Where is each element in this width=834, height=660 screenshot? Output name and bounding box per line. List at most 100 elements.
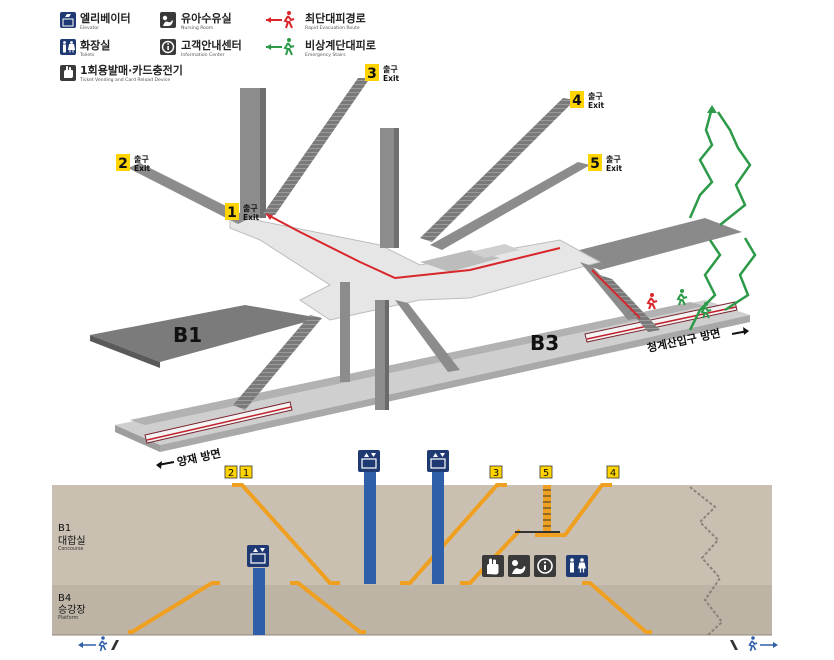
legend-elevator: 엘리베이터 Elevator — [60, 11, 131, 31]
section-stair-mid — [460, 528, 522, 585]
section-exit-tag: 2 — [224, 465, 238, 479]
exit-1-en: Exit — [243, 213, 260, 222]
section-b4-band — [52, 585, 772, 635]
section-exit-tag: 3 — [489, 465, 503, 479]
section-b1-en: Concourse — [58, 546, 83, 552]
train-left — [144, 401, 293, 444]
section-stair-platform-mid — [290, 581, 366, 634]
section-exit-tag-3: 3 — [493, 468, 499, 479]
exit-badge-5: 5 출구 Exit — [588, 154, 623, 173]
exit-4-number: 4 — [572, 93, 582, 109]
section-elevator-shaft — [364, 472, 376, 584]
section-emergency-stairs — [689, 486, 724, 636]
exit-2-ko: 출구 — [134, 154, 149, 164]
section-exit-tag-5: 5 — [543, 468, 549, 479]
toilets-icon — [60, 39, 76, 55]
nursing-room-icon — [508, 555, 530, 577]
exit-1-number: 1 — [227, 205, 237, 221]
legend-rapid-route: 최단대피경로 Rapid Evacuation Route — [266, 11, 366, 31]
stair-exit-4 — [420, 98, 575, 242]
concourse-slab — [229, 214, 602, 321]
isometric-station-view: 1 출구 Exit 2 출구 Exit 3 출구 Exit 4 출구 Exit … — [90, 64, 757, 469]
information-icon — [534, 555, 556, 577]
section-b1-ko: 대합실 — [58, 535, 86, 547]
exit-badge-3: 3 출구 Exit — [365, 64, 400, 83]
section-stairs — [128, 483, 652, 634]
elevator-icon — [358, 450, 380, 472]
section-stair-exit-3 — [400, 483, 507, 585]
legend-nursing-label: 유아수유실 — [181, 11, 232, 25]
legend-info-sub: Information Center — [181, 52, 225, 58]
exit-2-en: Exit — [134, 164, 151, 173]
legend: 엘리베이터 Elevator 유아수유실 Nursing Room 최단대피경로… — [60, 11, 376, 83]
legend-nursing: 유아수유실 Nursing Room — [160, 11, 232, 31]
exit-badge-1: 1 출구 Exit — [225, 203, 260, 222]
rapid-runner-icon — [646, 293, 658, 310]
section-exit-tag-1: 1 — [243, 468, 249, 479]
emergency-runner-icon — [700, 302, 712, 319]
exit-3-number: 3 — [367, 66, 377, 82]
legend-toilets-sub: Toilets — [79, 52, 95, 58]
legend-nursing-sub: Nursing Room — [181, 25, 214, 31]
section-stair-exit-4 — [535, 483, 612, 537]
rapid-evacuation-arrow-icon — [266, 11, 295, 29]
legend-rapid-route-label: 최단대피경로 — [305, 11, 366, 25]
shaft — [240, 88, 260, 218]
ticket-machine-icon — [60, 65, 76, 81]
exit-badge-2: 2 출구 Exit — [116, 154, 151, 173]
section-stair-platform-left — [128, 581, 220, 634]
elevator-icon — [60, 12, 76, 28]
stair-exit-3 — [262, 78, 370, 215]
arrow-right-icon — [731, 327, 749, 335]
stair-exit-2 — [128, 163, 250, 224]
section-exit-tag: 4 — [606, 465, 620, 479]
legend-info: 고객안내센터 Information Center — [160, 38, 242, 58]
section-b4-ko: 승강장 — [58, 604, 86, 616]
legend-rapid-route-sub: Rapid Evacuation Route — [305, 25, 360, 31]
ticket-machine-icon — [482, 555, 504, 577]
legend-emergency-stairs-label: 비상계단대피로 — [305, 38, 376, 52]
section-b4-en: Platform — [58, 615, 79, 621]
exit-2-number: 2 — [118, 156, 128, 172]
nursing-room-icon — [160, 12, 176, 28]
exit-3-en: Exit — [383, 74, 400, 83]
legend-ticket-sub: Ticket Vending and Card Reload Device — [79, 77, 170, 83]
section-exit-tag-4: 4 — [610, 468, 616, 479]
b1-right-slab — [560, 218, 742, 270]
section-elevator-shaft — [432, 472, 444, 584]
emergency-stairs-arrow-icon — [266, 38, 295, 56]
elevator-icon — [247, 545, 269, 567]
level-label-b3: B3 — [530, 331, 559, 355]
information-icon — [160, 39, 176, 55]
section-stair-platform-right — [582, 581, 652, 634]
legend-toilets-label: 화장실 — [80, 38, 110, 52]
legend-elevator-sub: Elevator — [80, 25, 99, 31]
exit-4-en: Exit — [588, 101, 605, 110]
section-b4-code: B4 — [58, 593, 71, 604]
exit-5-ko: 출구 — [606, 154, 621, 164]
exit-4-ko: 출구 — [588, 91, 603, 101]
section-stair-exit-5 — [543, 485, 551, 533]
elevator-icon — [427, 450, 449, 472]
section-elevator-shaft — [253, 568, 265, 635]
legend-emergency-stairs-sub: Emergency Stairs — [305, 52, 346, 58]
legend-elevator-label: 엘리베이터 — [80, 11, 131, 25]
section-b1-code: B1 — [58, 523, 71, 534]
exit-badge-4: 4 출구 Exit — [570, 91, 605, 110]
legend-info-label: 고객안내센터 — [181, 38, 242, 52]
arrow-left-icon — [156, 461, 175, 469]
toilets-icon — [566, 555, 588, 577]
section-exit-tag: 5 — [539, 465, 553, 479]
emergency-runner-icon — [676, 289, 688, 306]
legend-ticket: 1회용발매·카드충전기 Ticket Vending and Card Relo… — [60, 63, 183, 83]
b1-left-slab — [90, 305, 320, 362]
shaft — [380, 128, 394, 248]
evacuation-arrow-left-icon — [78, 636, 119, 652]
legend-ticket-label: 1회용발매·카드충전기 — [80, 63, 183, 77]
exit-5-en: Exit — [606, 164, 623, 173]
legend-emergency-stairs: 비상계단대피로 Emergency Stairs — [266, 38, 376, 58]
section-exit-tag-2: 2 — [228, 468, 234, 479]
cross-section: B1 대합실 Concourse B4 승강장 Platform 2 1 3 5… — [52, 450, 778, 652]
exit-5-number: 5 — [590, 156, 600, 172]
section-exit-tag: 1 — [239, 465, 253, 479]
